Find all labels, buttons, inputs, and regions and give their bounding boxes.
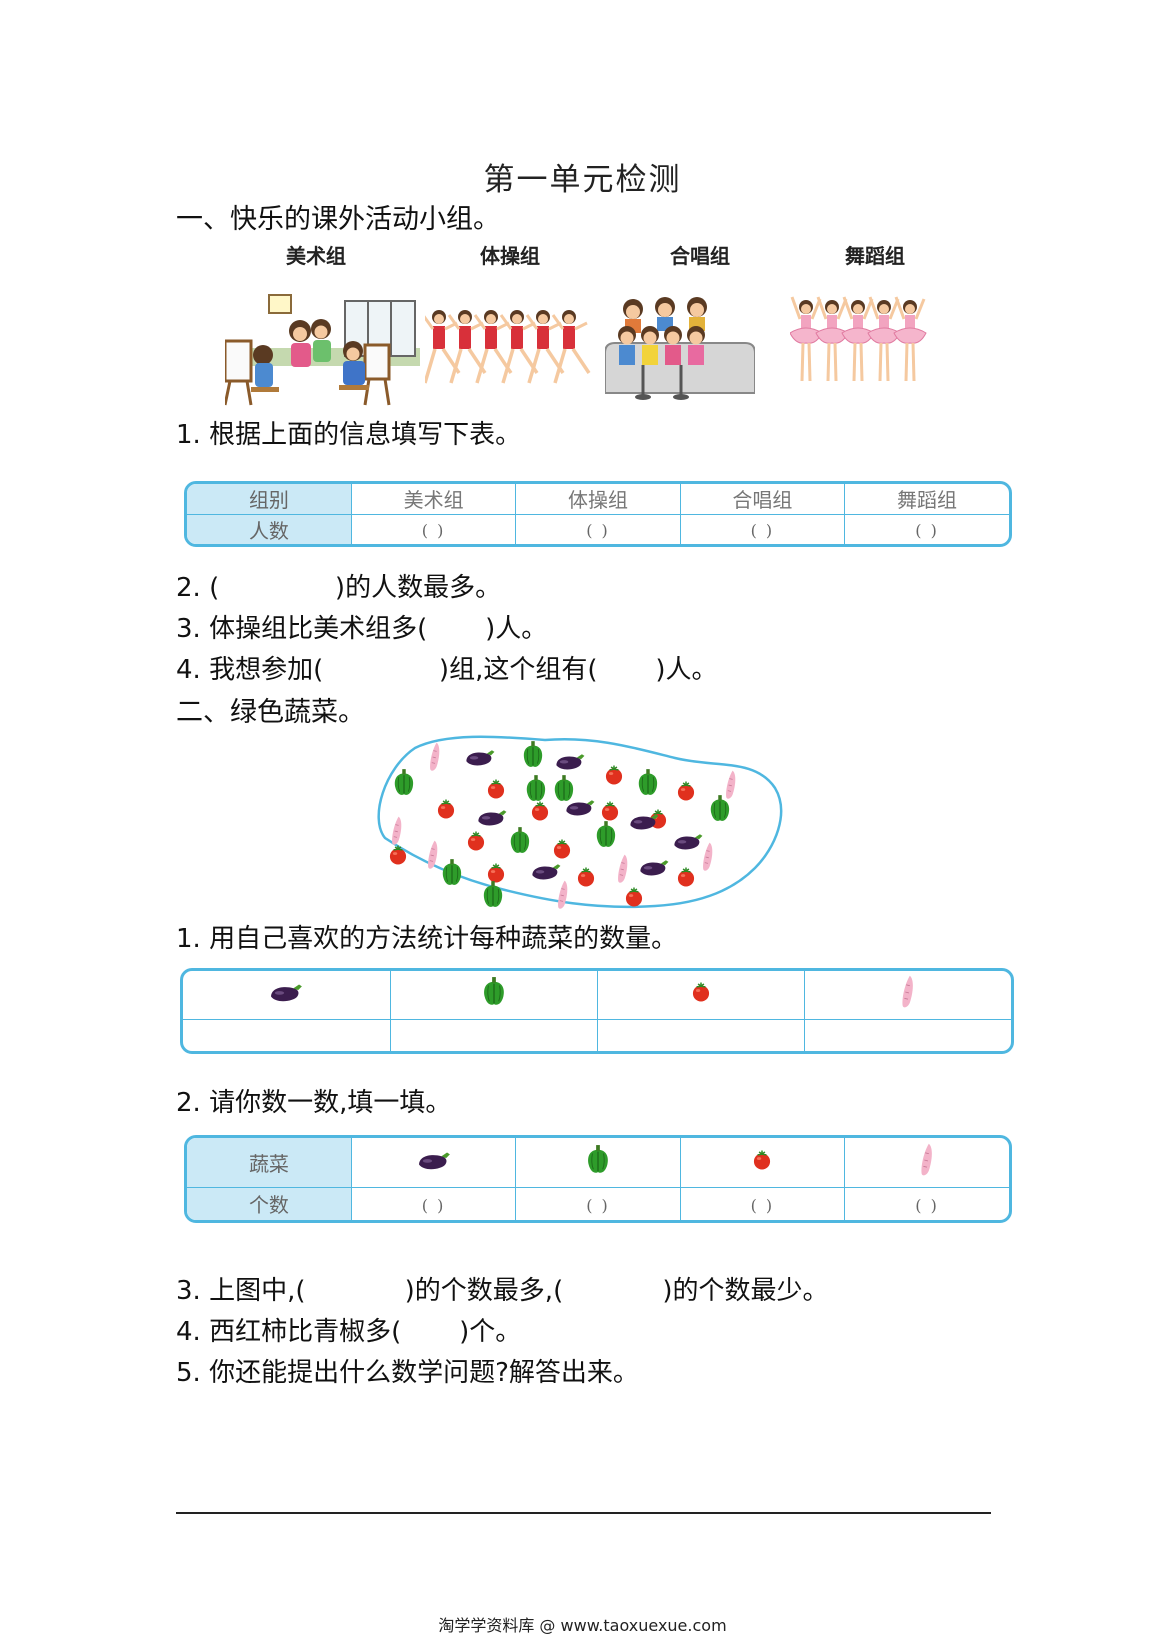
sweet-potato-icon [901, 975, 914, 1009]
table-header-count: 人数 [187, 513, 352, 544]
question-2-5: 5. 你还能提出什么数学问题?解答出来。 [176, 1358, 639, 1388]
table-col-gymnastics: 体操组 [515, 484, 681, 515]
count-blank-tomato[interactable]: ( ) [679, 1186, 846, 1220]
group-label-dance: 舞蹈组 [845, 244, 905, 268]
section-1-heading: 一、快乐的课外活动小组。 [176, 204, 500, 235]
tally-cell-potato[interactable] [803, 1018, 1011, 1051]
question-1-3: 3. 体操组比美术组多( )人。 [176, 614, 548, 644]
count-col-potato [844, 1138, 1009, 1188]
count-table-header-vegetable: 蔬菜 [187, 1138, 352, 1188]
table-col-choir: 合唱组 [679, 484, 846, 515]
count-blank-gymnastics[interactable]: ( ) [515, 513, 681, 544]
count-table-header-number: 个数 [187, 1186, 352, 1220]
tally-header-tomato [596, 971, 805, 1020]
table-col-dance: 舞蹈组 [844, 484, 1009, 515]
green-pepper-icon [587, 1144, 609, 1174]
green-pepper-icon [482, 976, 505, 1006]
eggplant-icon [271, 984, 303, 1002]
vegetable-tally-table [180, 968, 1014, 1054]
question-2-4: 4. 西红柿比青椒多( )个。 [176, 1317, 522, 1347]
tally-header-eggplant [183, 971, 391, 1020]
count-blank-eggplant[interactable]: ( ) [350, 1186, 517, 1220]
count-blank-pepper[interactable]: ( ) [515, 1186, 681, 1220]
table-header-group: 组别 [187, 484, 352, 515]
art-group-illustration [225, 294, 420, 406]
section-2-heading: 二、绿色蔬菜。 [176, 697, 365, 728]
count-blank-dance[interactable]: ( ) [844, 513, 1009, 544]
group-label-gymnastics: 体操组 [480, 244, 540, 268]
group-count-table: 组别 美术组 体操组 合唱组 舞蹈组 人数 ( ) ( ) ( ) ( ) [184, 481, 1012, 547]
count-col-eggplant [350, 1138, 517, 1188]
question-1-1: 1. 根据上面的信息填写下表。 [176, 420, 522, 450]
vegetable-count-table: 蔬菜 个数 ( ) ( ) ( ) ( ) [184, 1135, 1012, 1223]
question-1-2: 2. ( )的人数最多。 [176, 573, 502, 603]
choir-group-illustration [605, 297, 755, 400]
vegetable-collection-illustration [377, 735, 783, 910]
count-blank-potato[interactable]: ( ) [844, 1186, 1009, 1220]
tally-cell-tomato[interactable] [596, 1018, 805, 1051]
question-2-1: 1. 用自己喜欢的方法统计每种蔬菜的数量。 [176, 924, 678, 954]
answer-line [176, 1512, 991, 1514]
question-1-4: 4. 我想参加( )组,这个组有( )人。 [176, 655, 718, 685]
table-col-art: 美术组 [350, 484, 517, 515]
tally-header-potato [803, 971, 1011, 1020]
question-2-2: 2. 请你数一数,填一填。 [176, 1088, 452, 1118]
dance-group-illustration [790, 295, 928, 383]
page-title: 第一单元检测 [483, 162, 682, 198]
tomato-icon [753, 1149, 772, 1171]
question-2-3: 3. 上图中,( )的个数最多,( )的个数最少。 [176, 1276, 829, 1306]
sweet-potato-icon [921, 1143, 933, 1176]
tomato-icon [691, 981, 710, 1003]
count-blank-art[interactable]: ( ) [350, 513, 517, 544]
group-label-choir: 合唱组 [670, 244, 730, 268]
tally-header-pepper [389, 971, 598, 1020]
tally-cell-eggplant[interactable] [183, 1018, 391, 1051]
footer-watermark: 淘学学资料库 @ www.taoxuexue.com [438, 1616, 727, 1635]
count-blank-choir[interactable]: ( ) [679, 513, 846, 544]
count-col-pepper [515, 1138, 681, 1188]
eggplant-icon [418, 1152, 450, 1170]
tally-cell-pepper[interactable] [389, 1018, 598, 1051]
count-col-tomato [679, 1138, 846, 1188]
gymnastics-group-illustration [425, 308, 591, 385]
group-label-art: 美术组 [286, 244, 346, 268]
